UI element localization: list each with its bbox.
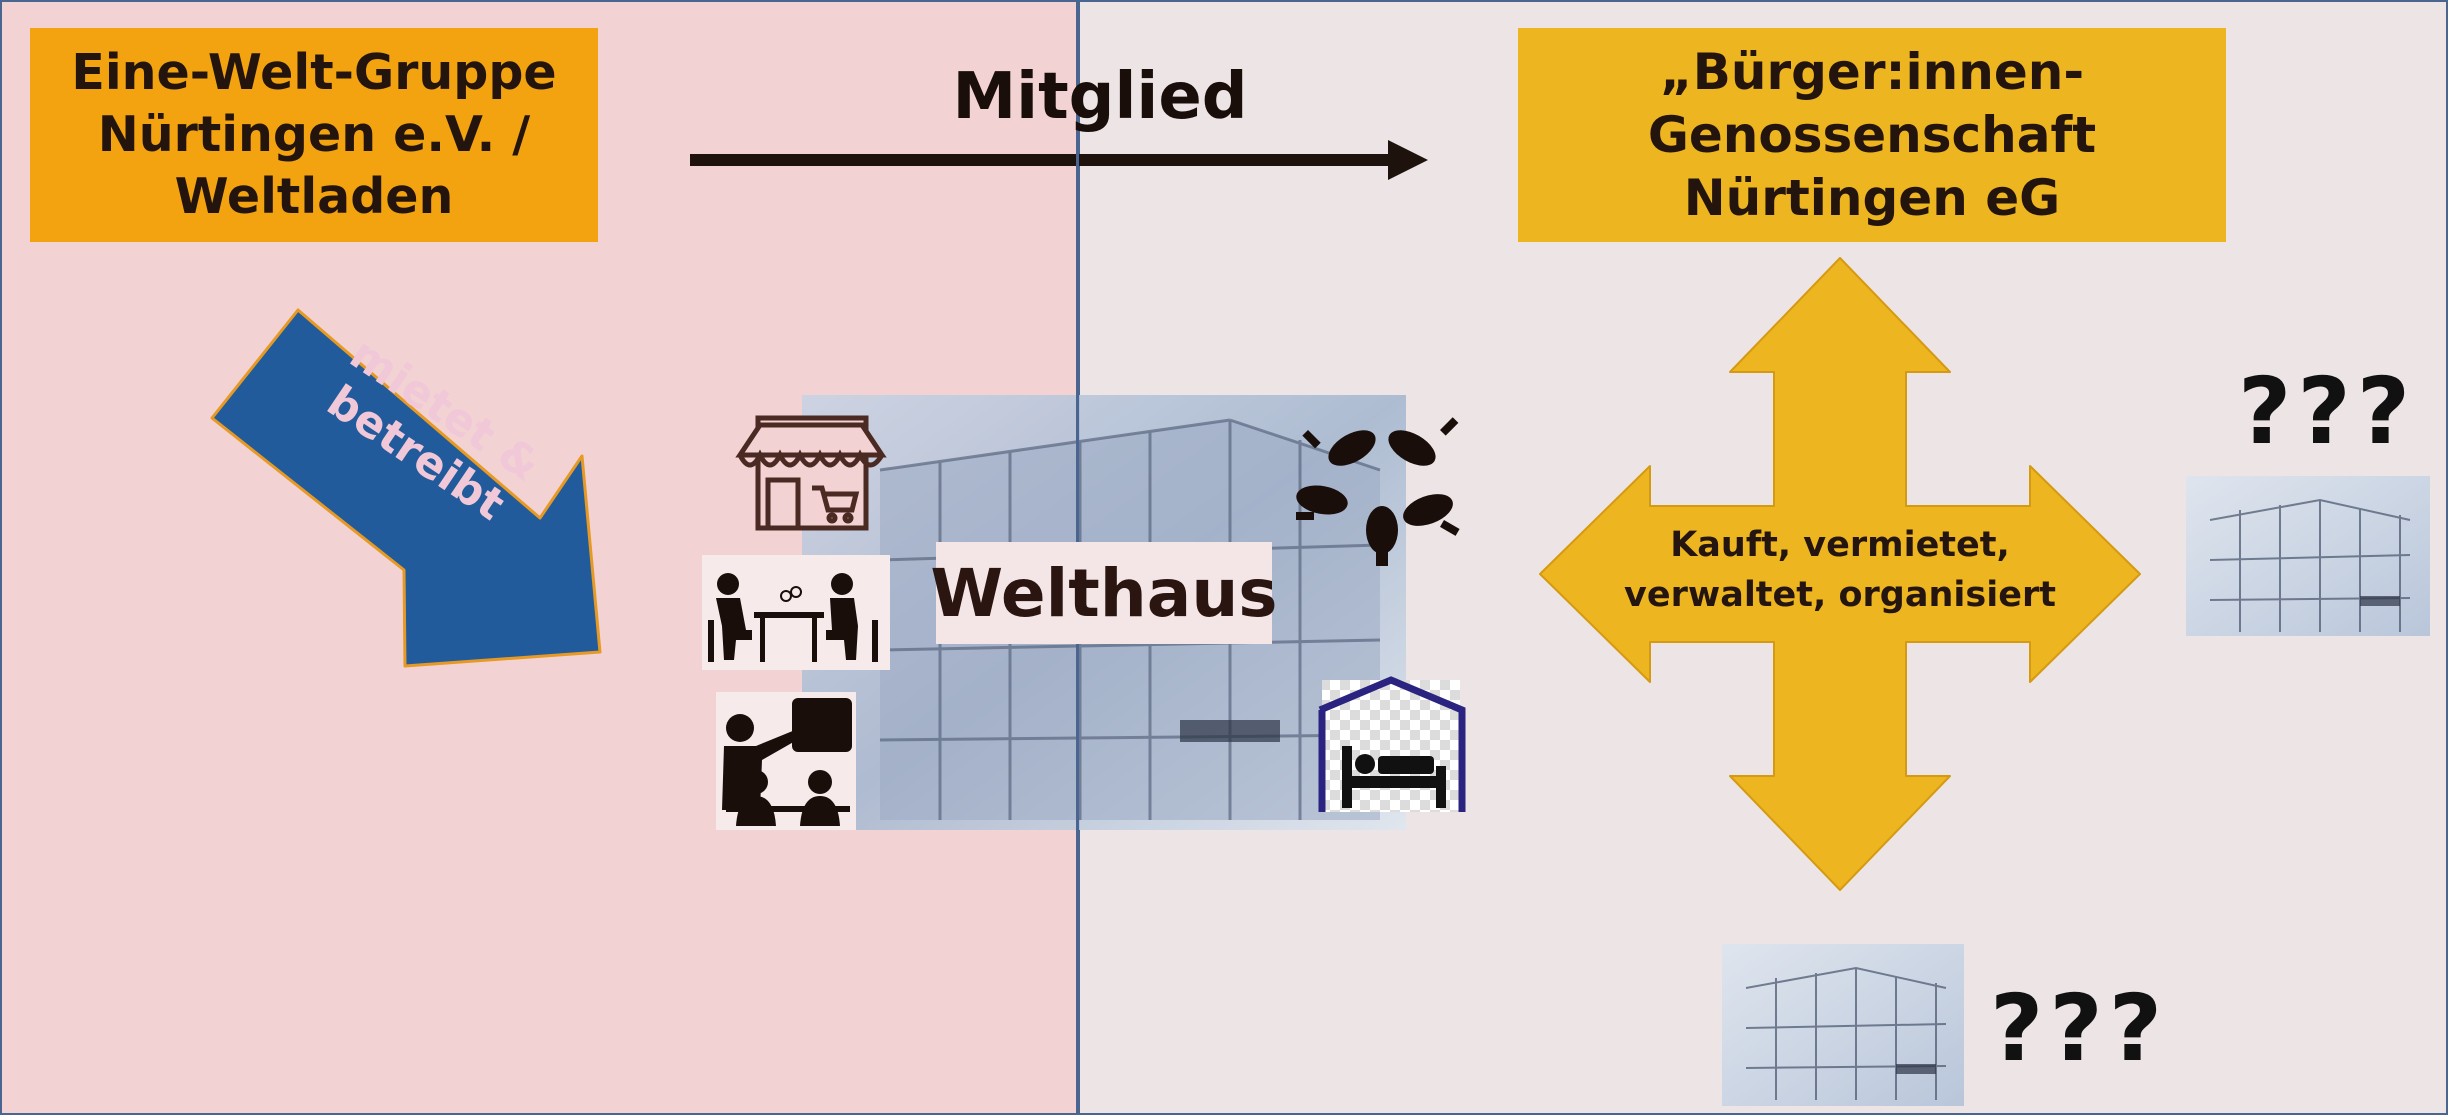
helping-hands-icon	[1296, 417, 1460, 566]
cafe-meeting-icon	[702, 555, 890, 670]
welthaus-label: Welthaus	[930, 542, 1278, 644]
membership-label: Mitglied	[952, 60, 1248, 134]
shelter-bed-icon	[1318, 676, 1466, 812]
future-building-bottom-image	[1722, 944, 1964, 1106]
unknown-right-label: ???	[2238, 358, 2417, 465]
teaching-icon	[716, 692, 856, 830]
rent-arrow	[210, 308, 602, 668]
future-building-right-image	[2186, 476, 2430, 636]
unknown-bottom-label: ???	[1990, 975, 2169, 1082]
shop-icon	[735, 415, 887, 531]
four-way-arrow	[1539, 257, 2141, 891]
cross-arrow-label: Kauft, vermietet, verwaltet, organisiert	[1624, 525, 2056, 615]
membership-arrow	[690, 140, 1428, 180]
eine-welt-gruppe-box: Eine-Welt-Gruppe Nürtingen e.V. / Weltla…	[30, 28, 598, 242]
genossenschaft-box: „Bürger:innen- Genossenschaft Nürtingen …	[1518, 28, 2226, 242]
